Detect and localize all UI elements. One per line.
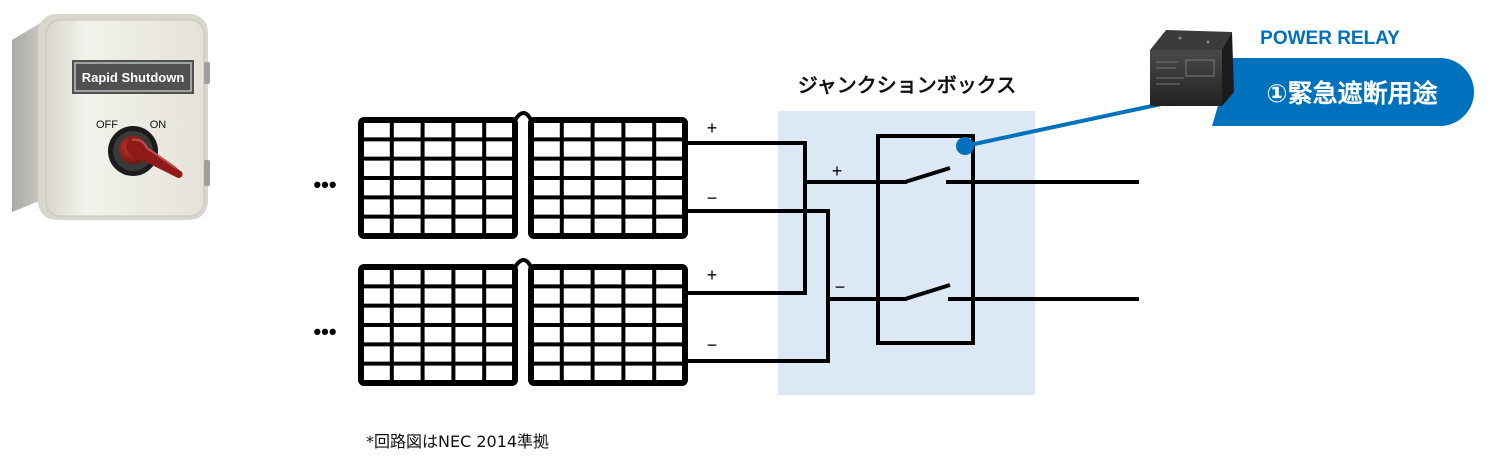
junction-box-title: ジャンクションボックス [798, 73, 1016, 97]
wiring [684, 141, 1139, 363]
power-relay-image [1150, 30, 1234, 106]
box-face [45, 19, 205, 217]
solar-panel-icon [358, 264, 518, 386]
callout-dot [956, 137, 974, 155]
string2-plus-wire [684, 182, 807, 295]
relay-contacts [876, 134, 975, 345]
hinge-icon [204, 62, 210, 84]
rapid-shutdown-switch-box[interactable]: Rapid Shutdown OFF ON [12, 14, 210, 220]
footnote: *回路図はNEC 2014準拠 [366, 432, 549, 451]
string-plus-label: + [707, 118, 718, 138]
solar-panel-icon [528, 117, 688, 239]
panel-jumper-wire [513, 111, 533, 122]
string-plus-label: + [707, 265, 718, 285]
power-relay-callout-text: ①緊急遮断用途 [1266, 79, 1438, 108]
rapid-shutdown-label: Rapid Shutdown [82, 70, 185, 85]
relay-minus-label: − [835, 277, 846, 297]
string1-plus-wire [684, 141, 807, 182]
relay-plus-label: + [832, 161, 843, 181]
power-relay-title: POWER RELAY [1260, 28, 1400, 49]
string1-minus-wire [684, 209, 830, 299]
more-panels-ellipsis: ••• [313, 172, 336, 197]
relay-housing [876, 134, 975, 345]
solar-panel-icon [358, 117, 518, 239]
plus-switch-contact-icon [904, 166, 951, 184]
pv-strings: ••• + − ••• + − [313, 111, 718, 386]
minus-switch-contact-icon [904, 283, 951, 301]
string-minus-label: − [707, 335, 718, 355]
pv-string: ••• + − [313, 111, 718, 239]
on-label: ON [150, 119, 167, 131]
junction-box-area [778, 111, 1035, 395]
string-minus-label: − [707, 188, 718, 208]
pv-string: ••• + − [313, 258, 718, 386]
box-side [12, 22, 42, 212]
label-plate [72, 60, 194, 94]
callout-pill [1212, 58, 1474, 126]
solar-panel-icon [528, 264, 688, 386]
power-relay-callout[interactable]: POWER RELAY ①緊急遮断用途 [1150, 28, 1474, 126]
panel-jumper-wire [513, 258, 533, 269]
off-label: OFF [96, 119, 118, 131]
more-panels-ellipsis: ••• [313, 319, 336, 344]
switch-handle-icon[interactable] [119, 136, 183, 178]
hinge-icon [204, 160, 210, 186]
string2-minus-wire [684, 299, 830, 363]
